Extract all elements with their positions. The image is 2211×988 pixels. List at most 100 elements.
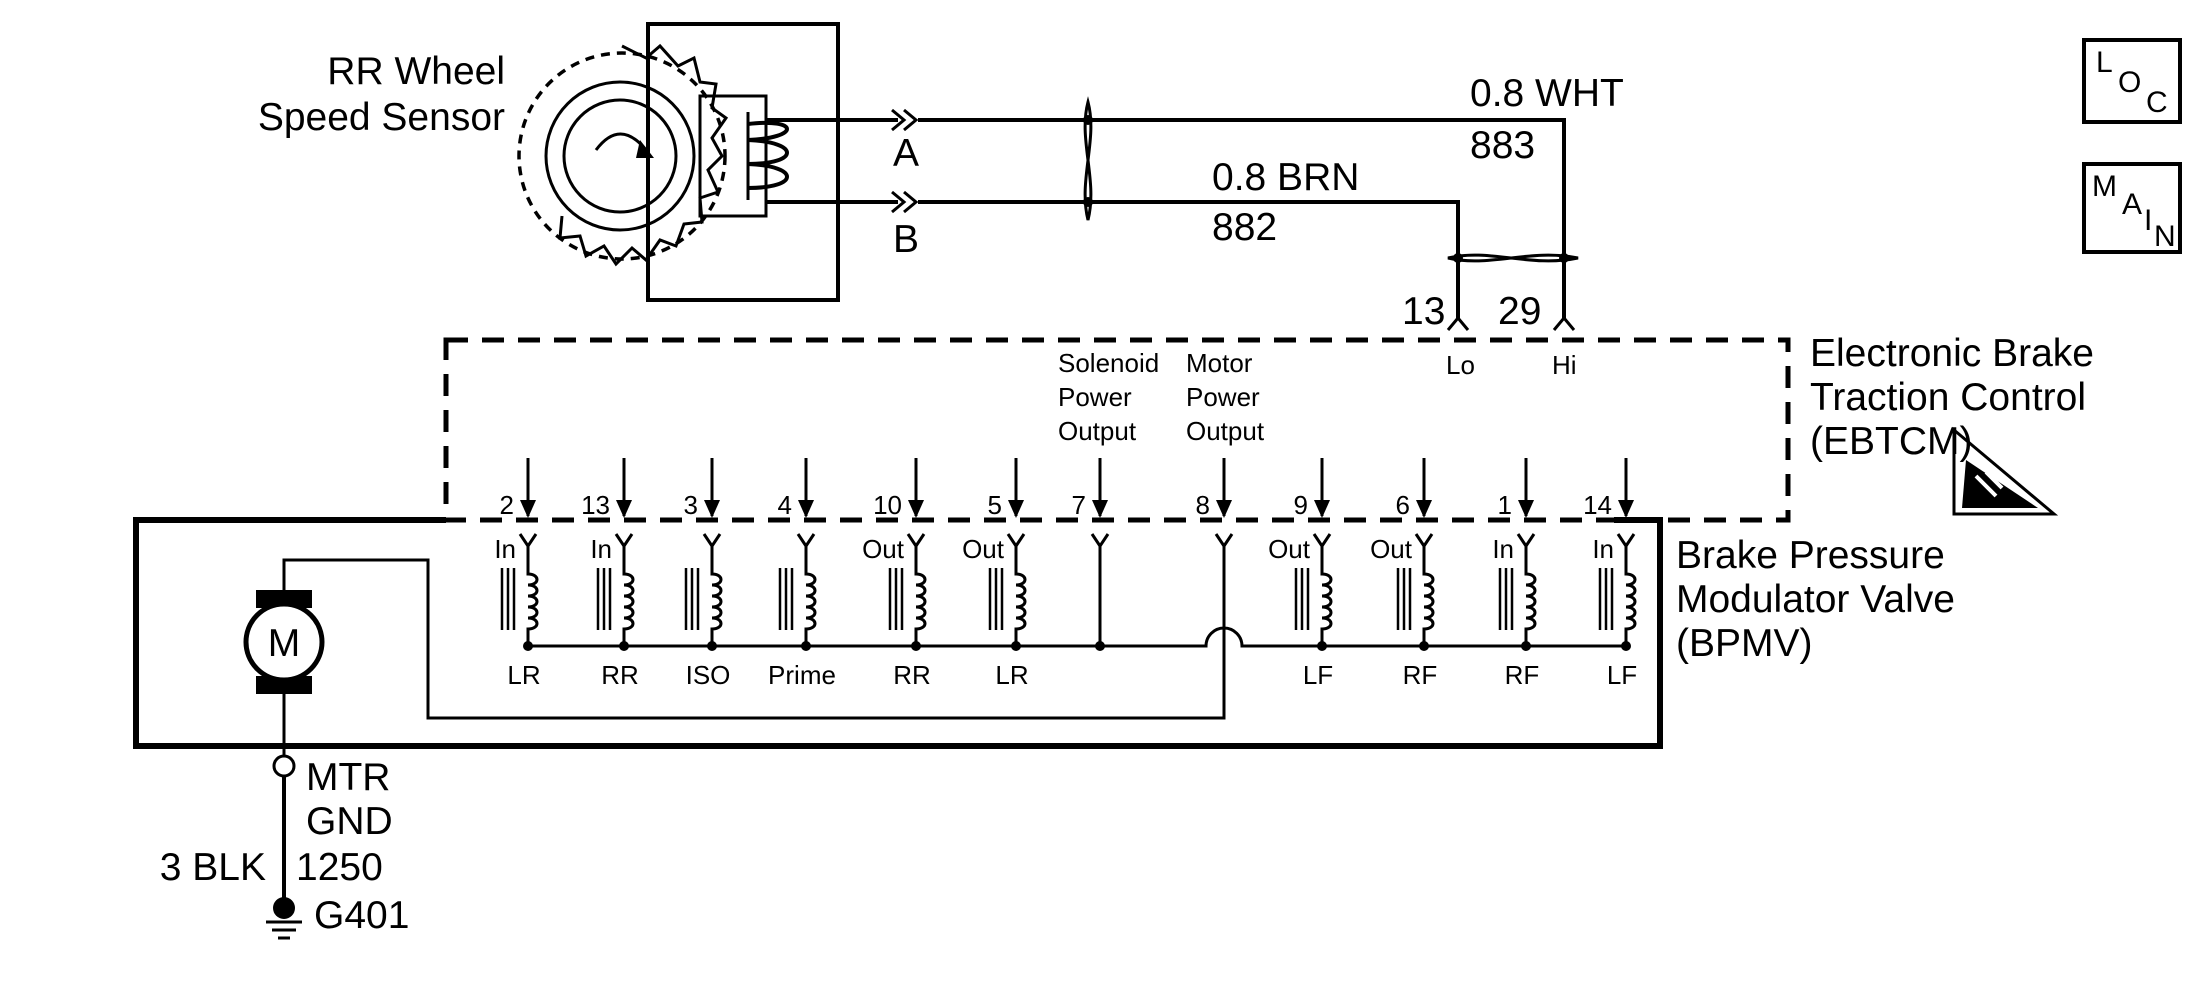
connector-pin-b: B <box>893 218 919 261</box>
valve-label: RR <box>601 660 639 690</box>
sensor-housing <box>646 22 840 302</box>
connector-terminal <box>1312 533 1332 566</box>
pickup-core <box>698 94 768 218</box>
sensor-wheel-outer <box>544 80 696 232</box>
sensor-wiring: 0.8 WHT 883 0.8 BRN 882 13 29 Lo Hi <box>918 72 1624 380</box>
solenoid-core <box>1598 568 1614 630</box>
valve-label: LF <box>1607 660 1637 690</box>
white-wire-color: 0.8 WHT <box>1470 72 1624 115</box>
solenoid-coil-icon <box>1422 566 1435 646</box>
main-button[interactable]: M A I N <box>2082 162 2182 254</box>
main-letter-i: I <box>2144 204 2152 237</box>
ebtcm-boundary <box>443 337 1791 523</box>
valve-label: RR <box>893 660 931 690</box>
twisted-pair-marker-2 <box>1447 253 1579 263</box>
solenoid-coil-icon <box>622 566 635 646</box>
arrow-down-icon <box>1008 500 1024 518</box>
solenoid-power-line2: Power <box>1058 382 1132 412</box>
white-wire-circuit: 883 <box>1470 124 1535 167</box>
wire-brown <box>918 200 1460 318</box>
arrow-down-icon <box>520 500 536 518</box>
arrow-down-icon <box>1416 500 1432 518</box>
motor-label: M <box>268 622 301 665</box>
arrow-down-icon <box>1314 500 1330 518</box>
solenoid-common-bus <box>528 626 1626 648</box>
solenoid-power-line3: Output <box>1058 416 1137 446</box>
motor-power-line1: Motor <box>1186 348 1253 378</box>
motor-power-line3: Output <box>1186 416 1265 446</box>
motor-symbol-icon <box>243 601 325 683</box>
valve-direction: In <box>1592 534 1614 564</box>
solenoid-core <box>1498 568 1514 630</box>
valve-direction: Out <box>862 534 905 564</box>
arrow-down-icon <box>908 500 924 518</box>
mtr-gnd-line2: GND <box>306 800 393 843</box>
pin-number: 7 <box>1072 490 1086 520</box>
solenoid-coil-icon <box>1014 566 1027 646</box>
valve-direction: In <box>590 534 612 564</box>
connector-terminal <box>1090 533 1110 566</box>
pin-number: 9 <box>1294 490 1308 520</box>
connector-terminal <box>1516 533 1536 566</box>
sensor-wheel-inner <box>562 98 678 214</box>
pin-number: 1 <box>1498 490 1512 520</box>
bpmv-name-line3: (BPMV) <box>1676 622 1813 665</box>
mtr-gnd-line1: MTR <box>306 756 390 799</box>
valve-label: LR <box>995 660 1028 690</box>
pin-29-terminal <box>1552 315 1576 331</box>
connector-terminal <box>1616 533 1636 566</box>
solenoid-core <box>888 568 904 630</box>
solenoid-core <box>500 568 516 630</box>
pin-13-terminal <box>1446 315 1470 331</box>
pin-number: 8 <box>1196 490 1210 520</box>
rotation-arrow-icon <box>636 140 654 158</box>
ebtcm-pin-lo-label: Lo <box>1446 350 1475 380</box>
mtr-gnd-terminal <box>272 754 296 778</box>
connector-terminal <box>1006 533 1026 566</box>
valve-direction: Out <box>1370 534 1413 564</box>
valve-direction: In <box>1492 534 1514 564</box>
ground-wire-color: 3 BLK <box>160 846 266 889</box>
wire-white <box>918 118 1566 318</box>
solenoid-power-line1: Solenoid <box>1058 348 1159 378</box>
solenoid-core <box>778 568 794 630</box>
pin-number: 14 <box>1583 490 1612 520</box>
arrow-down-icon <box>1618 500 1634 518</box>
toothed-ring <box>558 43 729 267</box>
loc-button[interactable]: L O C <box>2082 38 2182 124</box>
arrow-down-icon <box>1216 500 1232 518</box>
pin-number: 5 <box>988 490 1002 520</box>
arrow-down-icon <box>616 500 632 518</box>
main-letter-a: A <box>2122 188 2142 221</box>
twisted-pair-marker-1 <box>1083 96 1093 221</box>
loc-letter-o: O <box>2118 66 2141 99</box>
solenoid-core <box>684 568 700 630</box>
solenoid-core <box>988 568 1004 630</box>
valve-label: LR <box>507 660 540 690</box>
pin-number: 6 <box>1396 490 1410 520</box>
ebtcm-name-line1: Electronic Brake <box>1810 332 2094 375</box>
valve-label: RF <box>1505 660 1540 690</box>
connector-terminal <box>518 533 538 566</box>
ebtcm-name-line2: Traction Control <box>1810 376 2086 419</box>
valve-direction: Out <box>962 534 1005 564</box>
connector-terminal <box>614 533 634 566</box>
ebtcm-pin-13: 13 <box>1402 290 1445 333</box>
solenoid-coil-icon <box>710 566 723 646</box>
connector-b-symbol <box>891 190 919 214</box>
motor-power-wire <box>282 554 1226 720</box>
connector-terminal <box>1214 533 1234 566</box>
loc-letter-l: L <box>2096 46 2113 79</box>
sensor-name-line2: Speed Sensor <box>258 96 505 139</box>
ebtcm-pin-29: 29 <box>1498 290 1541 333</box>
sensor-name-line1: RR Wheel <box>327 50 505 93</box>
connector-terminal <box>1414 533 1434 566</box>
ebtcm-pin-hi-label: Hi <box>1552 350 1577 380</box>
